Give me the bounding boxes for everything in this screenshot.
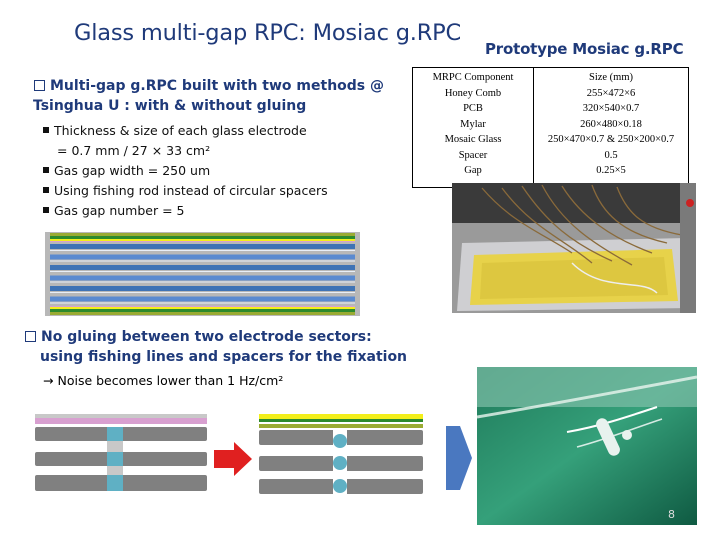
table-col-size: Size (mm) 255×472×6 320×540×0.7 260×480×… — [534, 68, 689, 188]
bullet-line: Multi-gap g.RPC built with two methods @ — [50, 78, 384, 94]
bullet-line: Tsinghua U : with & without gluing — [33, 98, 306, 114]
noise-note-text: Noise becomes lower than 1 Hz/cm² — [57, 373, 283, 388]
table-cell: Honey Comb — [417, 86, 529, 102]
page-number: 8 — [668, 508, 675, 521]
gas-gap-line — [50, 271, 355, 272]
bullet-gluing-methods: Multi-gap g.RPC built with two methods @… — [34, 76, 384, 116]
prototype-title: Prototype Mosiac g.RPC — [485, 40, 683, 58]
table-cell: Mylar — [417, 117, 529, 133]
glass-layer — [50, 286, 355, 291]
glued-sectors-diagram — [33, 412, 209, 494]
table-cell: Mosaic Glass — [417, 132, 529, 148]
sub-bullet-text: Thickness & size of each glass electrode — [54, 123, 307, 138]
spacer-sectors-diagram — [257, 412, 425, 498]
bullet-line: using fishing lines and spacers for the … — [40, 349, 407, 365]
gas-gap-line — [50, 292, 355, 293]
glass-layer — [50, 265, 355, 270]
table-cell: PCB — [417, 101, 529, 117]
sub-bullet-text: = 0.7 mm / 27 × 33 cm² — [57, 143, 210, 158]
bullet-no-gluing: No gluing between two electrode sectors:… — [25, 327, 407, 367]
table-cell: 250×470×0.7 & 250×200×0.7 — [538, 132, 684, 148]
prototype-photo — [452, 183, 696, 313]
table-cell: 260×480×0.18 — [538, 117, 684, 133]
table-cell: Spacer — [417, 148, 529, 164]
table-cell: Size (mm) — [538, 70, 684, 86]
table-cell: 0.5 — [538, 148, 684, 164]
component-table: MRPC Component Honey Comb PCB Mylar Mosa… — [412, 67, 689, 188]
checkbox-bullet-icon — [34, 80, 45, 91]
gas-gap-line — [50, 261, 355, 262]
blue-arrow-icon — [444, 424, 474, 492]
sub-bullet-text: Using fishing rod instead of circular sp… — [54, 183, 328, 198]
sub-bullet-list: Thickness & size of each glass electrode… — [43, 121, 328, 221]
glass-layer — [50, 244, 355, 249]
glass-layer — [50, 255, 355, 260]
noise-note: → Noise becomes lower than 1 Hz/cm² — [43, 373, 283, 388]
table-cell: Gap — [417, 163, 529, 185]
gas-gap-line — [50, 282, 355, 283]
sub-bullet-text: Gas gap width = 250 um — [54, 163, 210, 178]
checkbox-bullet-icon — [25, 331, 36, 342]
table-cell: 320×540×0.7 — [538, 101, 684, 117]
square-bullet-icon — [43, 127, 49, 133]
table-cell: 0.25×5 — [538, 163, 684, 185]
page-title: Glass multi-gap RPC: Mosiac g.RPC — [74, 20, 461, 46]
square-bullet-icon — [43, 187, 49, 193]
gas-gap-line — [50, 303, 355, 304]
sub-bullet-text: Gas gap number = 5 — [54, 203, 185, 218]
square-bullet-icon — [43, 167, 49, 173]
spacer-closeup-photo — [477, 367, 697, 525]
gas-gap-line — [50, 250, 355, 251]
table-col-component: MRPC Component Honey Comb PCB Mylar Mosa… — [413, 68, 534, 188]
mrpc-stack-diagram — [45, 232, 360, 316]
glass-layer — [50, 276, 355, 281]
glass-layer — [50, 297, 355, 302]
square-bullet-icon — [43, 207, 49, 213]
right-arrow-icon: → — [43, 373, 53, 388]
red-arrow-icon — [212, 440, 254, 478]
table-cell: MRPC Component — [417, 70, 529, 86]
table-cell: 255×472×6 — [538, 86, 684, 102]
bullet-line: No gluing between two electrode sectors: — [41, 329, 372, 345]
